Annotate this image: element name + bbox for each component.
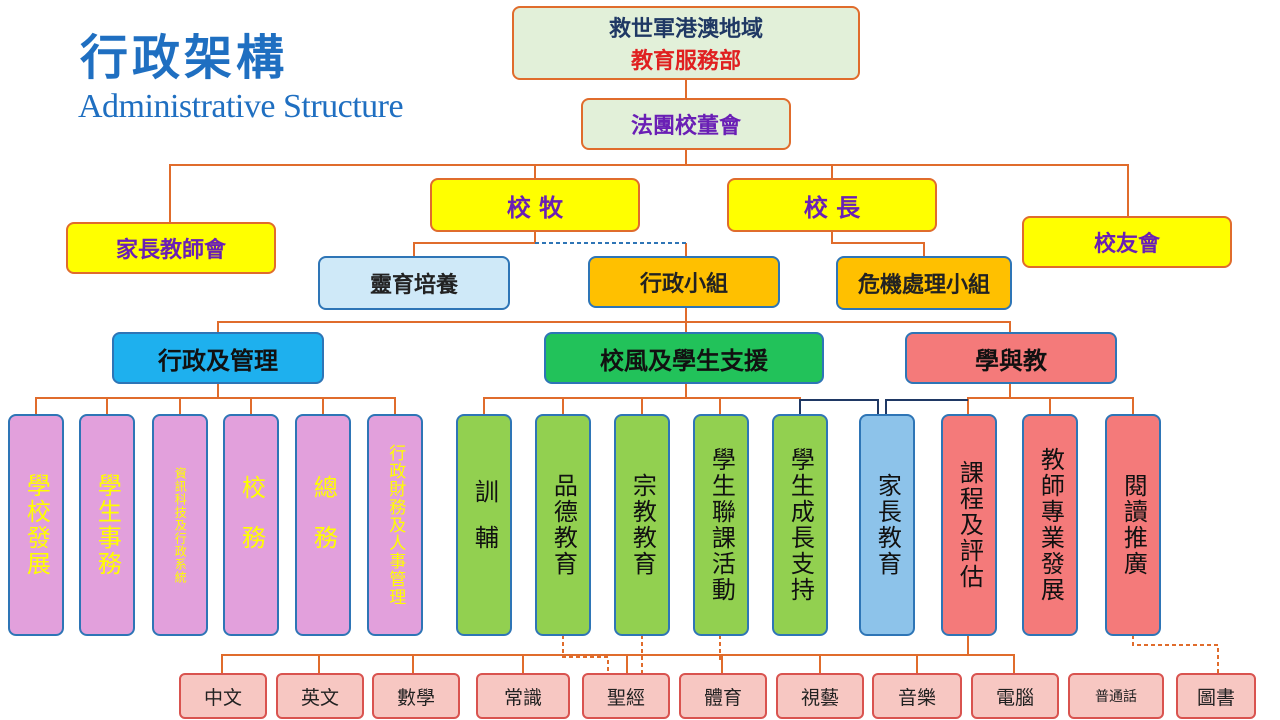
section-admin-mgmt: 行政及管理 (112, 332, 324, 384)
culture-item: 宗教教育 (614, 414, 670, 636)
admin-item-label: 資訊科技及行政系統 (173, 466, 188, 584)
culture-item-label: 宗教教育 (628, 473, 657, 577)
subject-box: 聖經 (582, 673, 670, 719)
admin-item-label: 總務 (309, 475, 338, 575)
admin-item: 總務 (295, 414, 351, 636)
culture-item-label: 學生聯課活動 (707, 447, 736, 603)
subject-box: 普通話 (1068, 673, 1164, 719)
learning-item-label: 閱讀推廣 (1119, 473, 1148, 577)
subject-box: 常識 (476, 673, 570, 719)
subject-box: 圖書 (1176, 673, 1256, 719)
culture-item-label: 品德教育 (549, 473, 578, 577)
admin-group-box: 行政小組 (588, 256, 780, 308)
subject-box: 音樂 (872, 673, 962, 719)
subject-box: 數學 (372, 673, 460, 719)
culture-item: 學生聯課活動 (693, 414, 749, 636)
admin-item-label: 學校發展 (22, 473, 51, 577)
section-school-culture: 校風及學生支援 (544, 332, 824, 384)
culture-item-label: 家長教育 (873, 473, 902, 577)
admin-item: 資訊科技及行政系統 (152, 414, 208, 636)
culture-item-label: 學生成長支持 (786, 447, 815, 603)
culture-item: 品德教育 (535, 414, 591, 636)
crisis-box: 危機處理小組 (836, 256, 1012, 310)
alumni-box: 校友會 (1022, 216, 1232, 268)
admin-item-label: 學生事務 (93, 473, 122, 577)
culture-item: 訓輔 (456, 414, 512, 636)
culture-item-label: 訓輔 (470, 479, 499, 571)
pastor-box: 校 牧 (430, 178, 640, 232)
culture-item: 學生成長支持 (772, 414, 828, 636)
subject-box: 英文 (276, 673, 364, 719)
subject-box: 視藝 (776, 673, 864, 719)
learning-item: 課程及評估 (941, 414, 997, 636)
subject-box: 中文 (179, 673, 267, 719)
subject-box: 體育 (679, 673, 767, 719)
admin-item: 校務 (223, 414, 279, 636)
admin-item: 學校發展 (8, 414, 64, 636)
org-top-line1: 救世軍港澳地域 (608, 17, 763, 42)
learning-item-label: 教師專業發展 (1036, 447, 1065, 603)
page-title: 行政架構 (80, 30, 289, 86)
learning-item-label: 課程及評估 (955, 460, 984, 590)
subject-box: 電腦 (971, 673, 1059, 719)
admin-item: 行政財務及人事管理 (367, 414, 423, 636)
admin-item-label: 行政財務及人事管理 (385, 444, 406, 606)
org-top-line2: 教育服務部 (630, 49, 741, 74)
spiritual-box: 靈育培養 (318, 256, 510, 310)
page-subtitle: Administrative Structure (78, 88, 404, 125)
admin-item-label: 校務 (237, 475, 266, 575)
learning-item: 教師專業發展 (1022, 414, 1078, 636)
principal-box: 校 長 (727, 178, 937, 232)
learning-item: 閱讀推廣 (1105, 414, 1161, 636)
section-learning: 學與教 (905, 332, 1117, 384)
culture-item: 家長教育 (859, 414, 915, 636)
org-top-box: 救世軍港澳地域 教育服務部 (512, 6, 860, 80)
admin-item: 學生事務 (79, 414, 135, 636)
board-box: 法團校董會 (581, 98, 791, 150)
pta-box: 家長教師會 (66, 222, 276, 274)
